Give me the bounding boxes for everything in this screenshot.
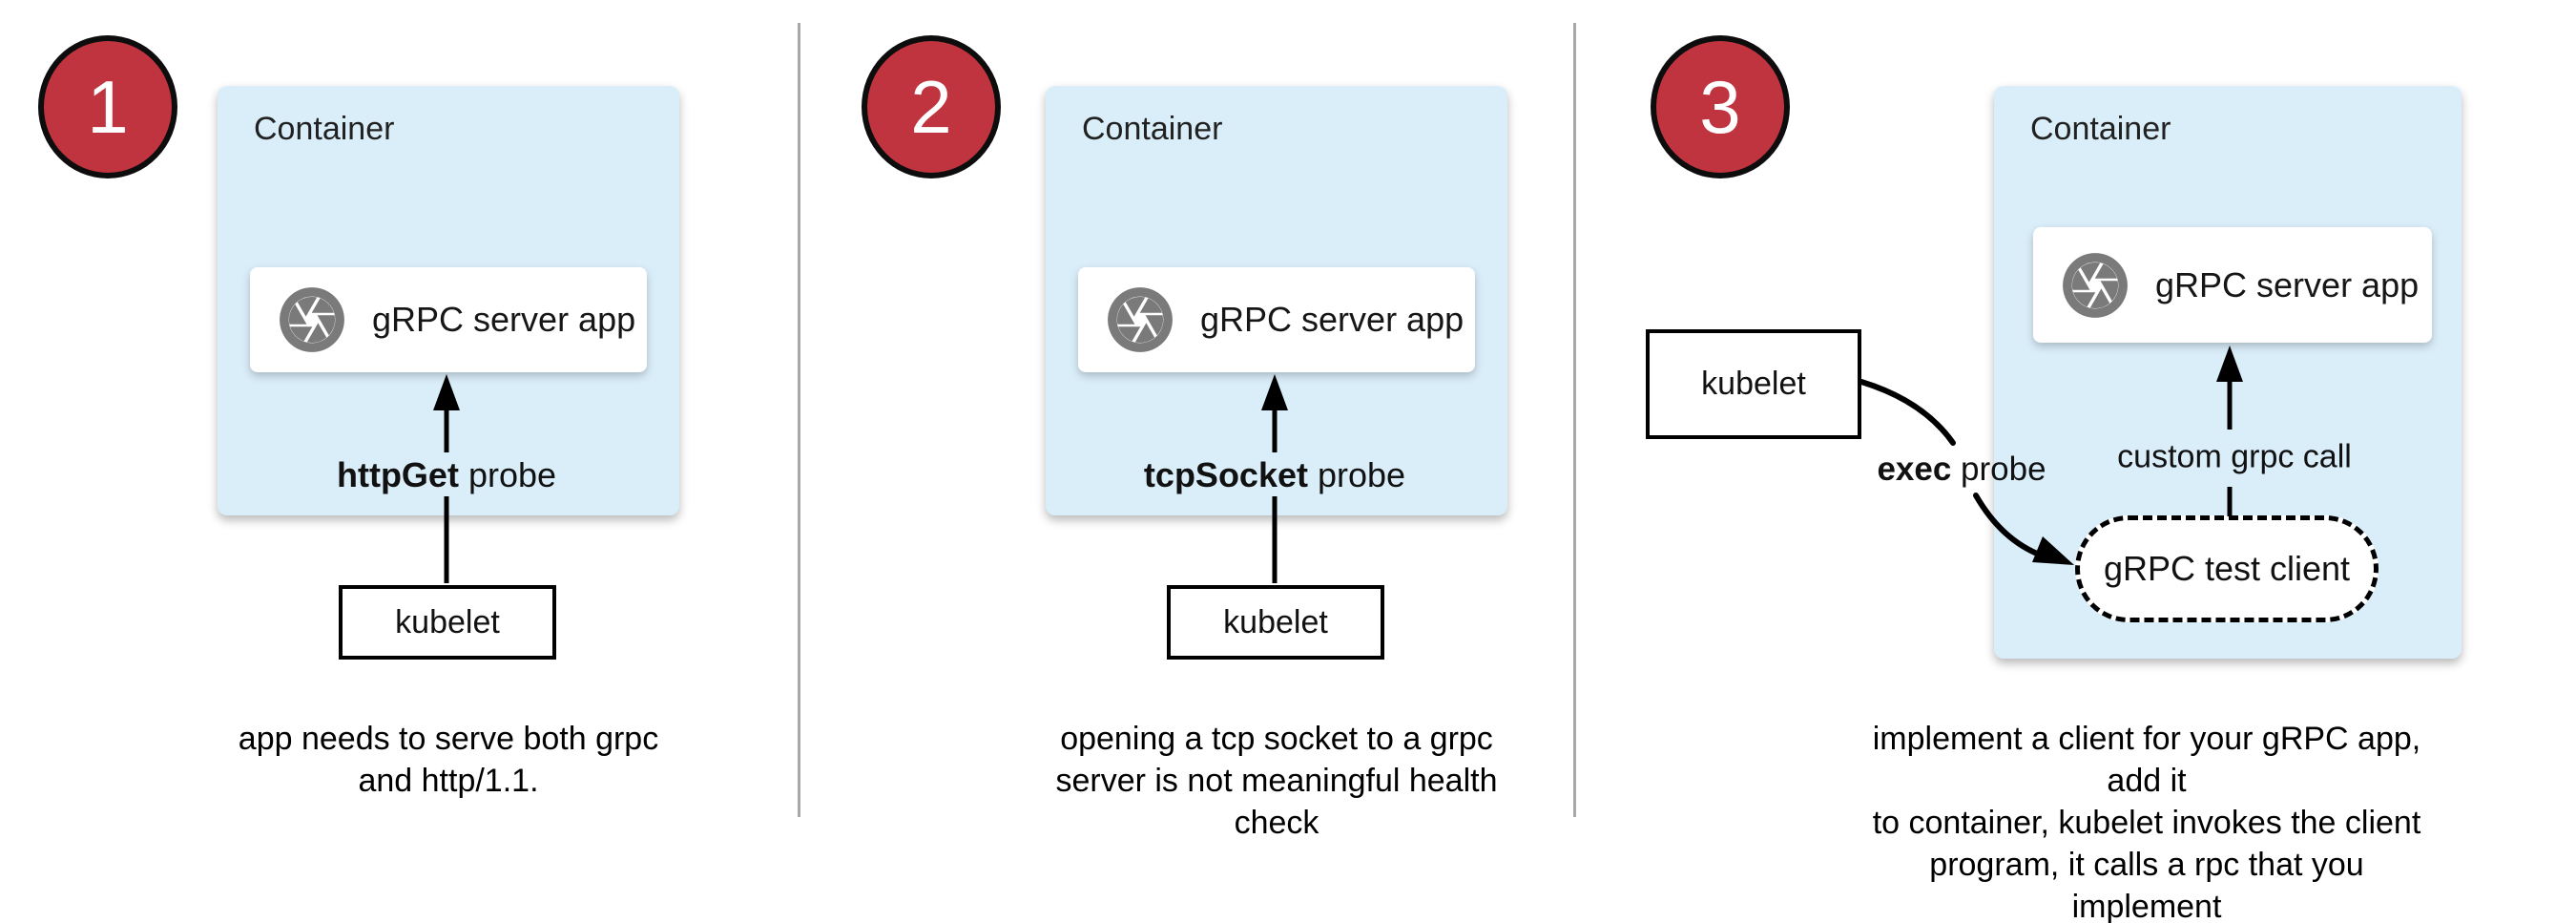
step-badge-2: 2 (862, 35, 1001, 178)
panel-divider-2 (1573, 23, 1576, 817)
step-badge-1: 1 (38, 35, 177, 178)
step-number: 3 (1699, 65, 1741, 149)
probe-word: probe (1307, 455, 1406, 494)
container-label: Container (254, 111, 395, 147)
camera-aperture-icon (280, 287, 344, 352)
grpc-server-app-label: gRPC server app (372, 300, 636, 339)
kubelet-box-3: kubelet (1646, 329, 1861, 439)
container-label: Container (1082, 111, 1223, 147)
probe-type: tcpSocket (1143, 455, 1308, 494)
container-label: Container (2030, 111, 2171, 147)
custom-grpc-call-label: custom grpc call (2117, 438, 2352, 475)
grpc-test-client-label: gRPC test client (2103, 549, 2351, 588)
grpc-server-app-label: gRPC server app (2155, 264, 2420, 304)
camera-aperture-icon (1108, 287, 1173, 352)
grpc-server-app-card-3: gRPC server app (2033, 227, 2432, 343)
exec-probe-curve-upper (1859, 379, 1956, 446)
probe-label-2: tcpSocket probe (1144, 455, 1405, 495)
step-badge-3: 3 (1651, 35, 1790, 178)
probe-type: httpGet (336, 455, 459, 494)
grpc-server-app-label: gRPC server app (1200, 300, 1465, 339)
grpc-server-app-card-2: gRPC server app (1078, 267, 1475, 372)
grpc-test-client-box: gRPC test client (2075, 515, 2379, 622)
probe-type: exec (1877, 451, 1952, 488)
caption-3: implement a client for your gRPC app, ad… (1872, 721, 2421, 923)
kubelet-label: kubelet (1701, 366, 1806, 402)
caption-2: opening a tcp socket to a grpc server is… (1055, 721, 1498, 841)
camera-aperture-icon (2063, 252, 2128, 318)
exec-probe-label: exec probe (1877, 451, 2046, 489)
kubelet-label: kubelet (395, 603, 500, 640)
kubelet-box-2: kubelet (1167, 585, 1384, 660)
probe-label-1: httpGet probe (337, 455, 556, 495)
probe-word: probe (458, 455, 557, 494)
step-number: 2 (910, 65, 952, 149)
caption-1: app needs to serve both grpc and http/1.… (238, 721, 659, 799)
grpc-server-app-card-1: gRPC server app (250, 267, 647, 372)
kubelet-label: kubelet (1223, 603, 1328, 640)
step-number: 1 (87, 65, 129, 149)
kubelet-box-1: kubelet (339, 585, 556, 660)
probe-word: probe (1951, 451, 2046, 488)
panel-divider-1 (798, 23, 800, 817)
